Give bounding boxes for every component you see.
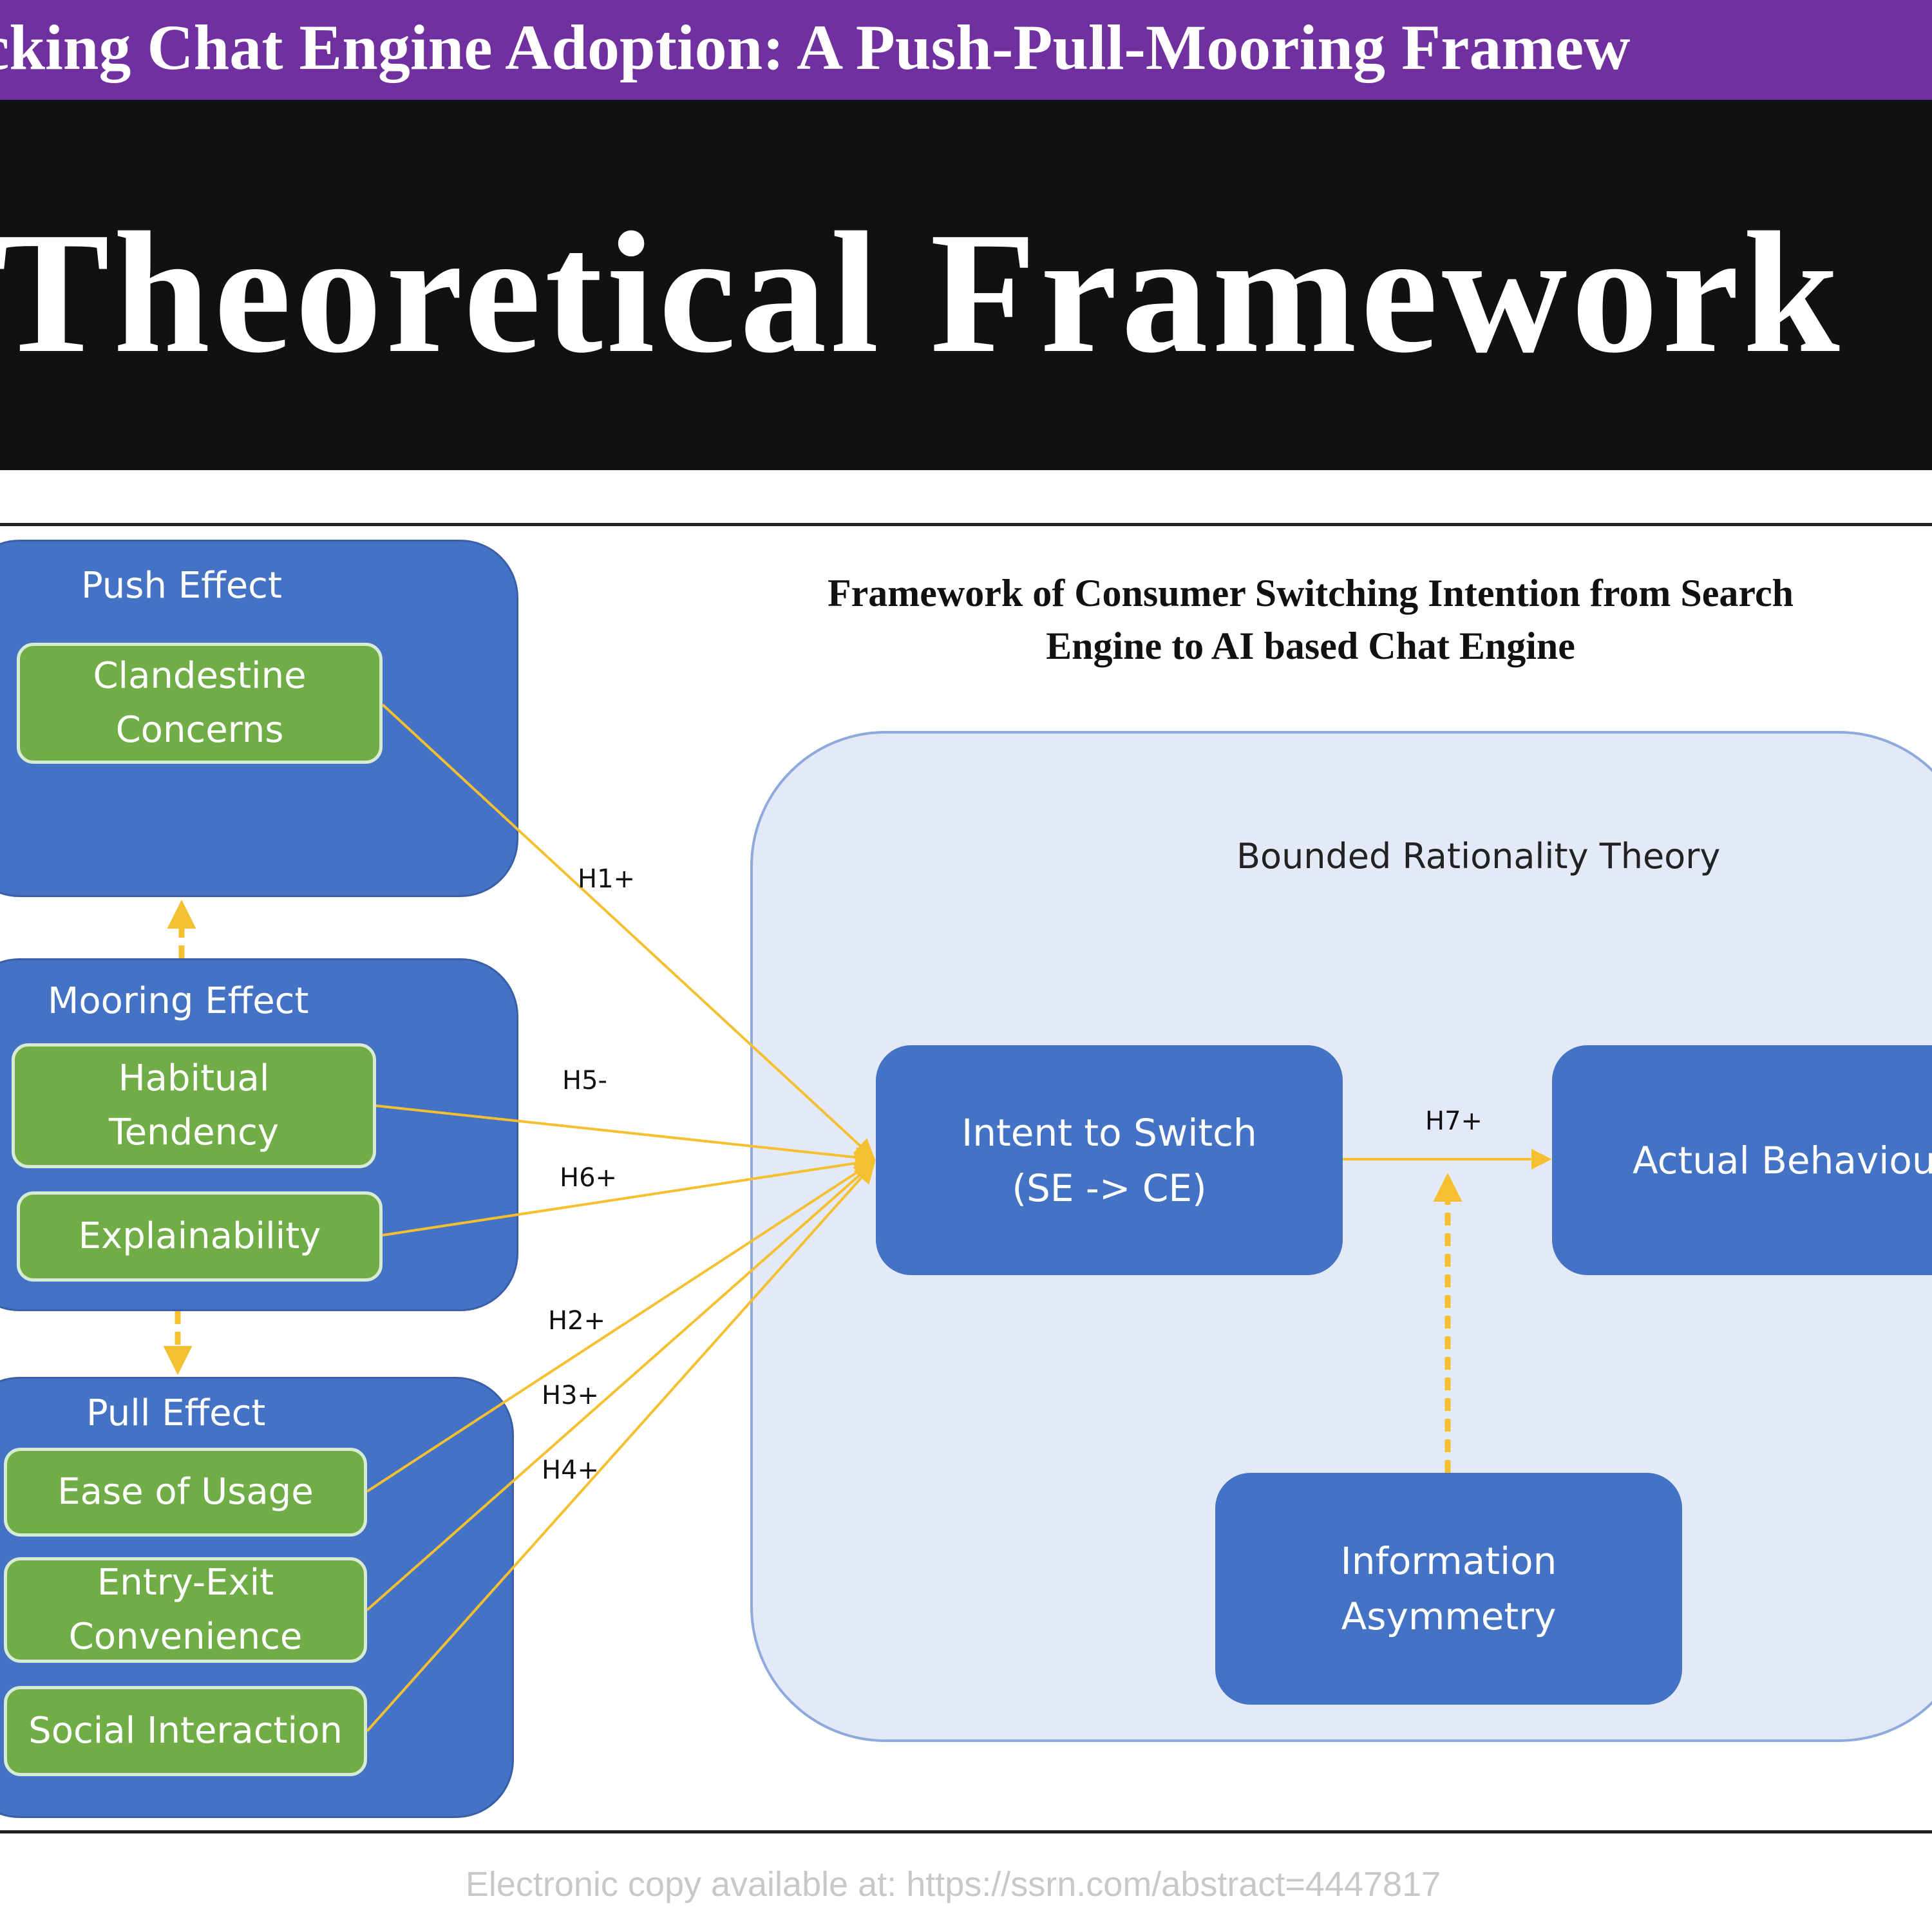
hypothesis-h1: H1+	[578, 864, 636, 894]
footer-copy-notice: Electronic copy available at: https://ss…	[465, 1865, 1441, 1904]
pull-effect-label: Pull Effect	[86, 1392, 266, 1434]
hypothesis-h2: H2+	[548, 1306, 606, 1336]
hypothesis-h6: H6+	[560, 1163, 618, 1193]
factor-habitual-tendency: Habitual Tendency	[12, 1043, 376, 1168]
arrow-h5	[375, 1104, 876, 1168]
factor-explainability: Explainability	[17, 1191, 383, 1282]
node-actual-behaviour: Actual Behaviour	[1552, 1045, 1932, 1275]
arrow-h4	[366, 1162, 875, 1732]
factor-entry-exit-convenience: Entry-Exit Convenience	[4, 1557, 367, 1663]
title-bar: Theoretical Framework	[0, 100, 1932, 470]
node-intent-to-switch: Intent to Switch (SE -> CE)	[876, 1045, 1343, 1275]
region-label: Bounded Rationality Theory	[1236, 836, 1721, 876]
top-banner: cking Chat Engine Adoption: A Push-Pull-…	[0, 0, 1932, 100]
factor-clandestine-concerns: Clandestine Concerns	[17, 643, 383, 764]
banner-title: cking Chat Engine Adoption: A Push-Pull-…	[0, 12, 1631, 83]
slide-title: Theoretical Framework	[0, 196, 1844, 389]
arrow-h1	[381, 703, 875, 1160]
arrow-h6	[382, 1153, 876, 1236]
mooring-effect-label: Mooring Effect	[48, 980, 309, 1022]
arrow-h3	[366, 1161, 875, 1611]
hypothesis-h5: H5-	[562, 1066, 607, 1095]
diagram-title-line1: Framework of Consumer Switching Intentio…	[828, 572, 1794, 614]
factor-ease-of-usage: Ease of Usage	[4, 1448, 367, 1537]
hypothesis-h4: H4+	[542, 1455, 600, 1485]
hypothesis-h3: H3+	[542, 1381, 600, 1410]
hypothesis-h7: H7+	[1425, 1106, 1483, 1136]
diagram-title: Framework of Consumer Switching Intentio…	[728, 567, 1893, 672]
arrow-h2	[366, 1160, 876, 1493]
push-effect-label: Push Effect	[81, 565, 282, 607]
factor-social-interaction: Social Interaction	[4, 1686, 367, 1776]
node-information-asymmetry: Information Asymmetry	[1215, 1473, 1682, 1705]
diagram-title-line2: Engine to AI based Chat Engine	[1046, 625, 1575, 667]
